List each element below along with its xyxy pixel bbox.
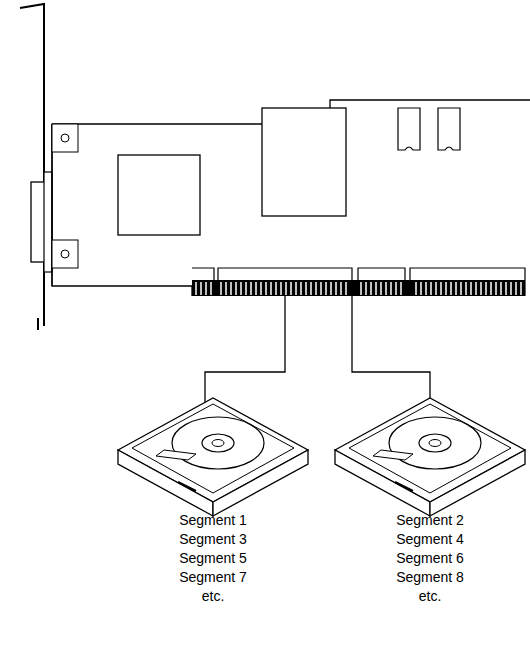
segment-label: etc. <box>419 588 442 605</box>
segment-label: Segment 1 <box>179 512 247 529</box>
segment-label: Segment 5 <box>179 550 247 567</box>
segment-label: Segment 3 <box>179 531 247 548</box>
segment-label: Segment 2 <box>396 512 464 529</box>
segment-label: Segment 4 <box>396 531 464 548</box>
segment-label: Segment 8 <box>396 569 464 586</box>
segment-label: Segment 7 <box>179 569 247 586</box>
segment-label: Segment 6 <box>396 550 464 567</box>
segment-label: etc. <box>202 588 225 605</box>
